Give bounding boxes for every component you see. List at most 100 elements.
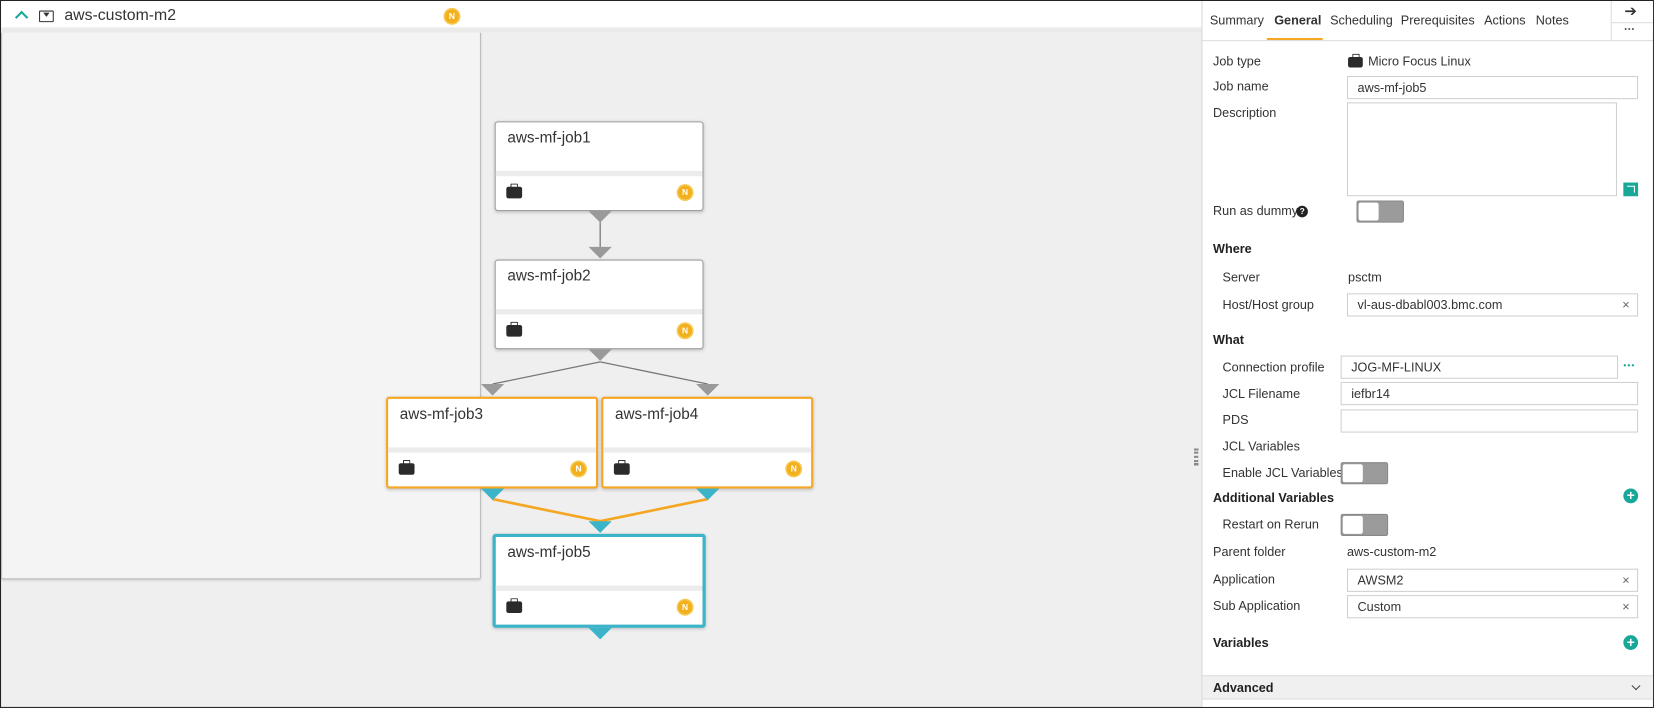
add-additional-variable-icon[interactable]: + (1623, 488, 1639, 504)
description-label: Description (1213, 105, 1277, 121)
run-as-dummy-label: Run as dummy (1213, 203, 1299, 219)
output-arrow-icon (588, 627, 612, 640)
pds-label: PDS (1222, 412, 1249, 428)
advanced-label: Advanced (1213, 680, 1274, 696)
browse-more-icon[interactable]: ••• (1623, 360, 1636, 371)
clear-icon[interactable]: × (1622, 297, 1630, 313)
job-node[interactable]: aws-mf-job1 N (494, 121, 704, 212)
collapse-panel-arrow-icon[interactable]: ➔ (1624, 2, 1637, 19)
divider (495, 170, 703, 177)
run-as-dummy-toggle[interactable] (1356, 200, 1404, 223)
output-arrow-icon (480, 488, 505, 501)
clear-icon[interactable]: × (1622, 572, 1630, 588)
status-badge: N (678, 185, 692, 200)
parent-folder-label: Parent folder (1213, 544, 1286, 560)
job-name: aws-mf-job2 (507, 267, 591, 285)
host-input[interactable]: vl-aus-dbabl003.bmc.com× (1346, 293, 1639, 317)
status-badge: N (786, 462, 801, 476)
folder-node[interactable]: aws-custom-m2 N (1, 1, 1653, 580)
job-name: aws-mf-job4 (614, 406, 699, 424)
flow-connectors (492, 220, 709, 523)
output-arrow-icon (588, 349, 612, 361)
job-node[interactable]: aws-mf-job3 N (386, 396, 599, 489)
add-variable-icon[interactable]: + (1623, 635, 1639, 650)
briefcase-icon (506, 321, 523, 337)
job-type-label: Job type (1213, 53, 1261, 69)
connection-profile-input[interactable]: JOG-MF-LINUX (1340, 355, 1619, 379)
connector-line (492, 497, 601, 523)
connector-line (600, 361, 708, 385)
server-label: Server (1222, 270, 1260, 285)
tab-notes[interactable]: Notes (1535, 12, 1569, 28)
restart-toggle[interactable] (1340, 513, 1389, 536)
panel-controls: ➔ ••• (1610, 1, 1653, 41)
where-heading: Where (1213, 241, 1252, 257)
folder-title: aws-custom-m2 (64, 6, 177, 25)
expand-icon[interactable] (1623, 182, 1639, 197)
input-arrow-icon (588, 246, 612, 259)
properties-panel: Summary General Scheduling Prerequisites… (1201, 1, 1653, 707)
tab-actions[interactable]: Actions (1484, 12, 1526, 28)
job-node[interactable]: aws-mf-job2 N (494, 259, 704, 350)
description-textarea[interactable] (1346, 102, 1618, 197)
connection-profile-label: Connection profile (1222, 359, 1325, 375)
job-name: aws-mf-job1 (507, 129, 591, 147)
application-label: Application (1213, 571, 1275, 587)
host-label: Host/Host group (1222, 297, 1314, 313)
job-name: aws-mf-job5 (507, 544, 591, 562)
output-arrow-icon (588, 211, 612, 223)
help-icon[interactable]: ? (1296, 205, 1308, 218)
variables-heading: Variables (1213, 635, 1269, 650)
sub-application-input[interactable]: Custom× (1346, 595, 1639, 619)
additional-variables-heading: Additional Variables (1213, 490, 1335, 506)
job-node[interactable]: aws-mf-job4 N (601, 396, 814, 489)
briefcase-icon (506, 598, 523, 614)
tab-prerequisites[interactable]: Prerequisites (1400, 12, 1475, 28)
job-name: aws-mf-job3 (399, 406, 484, 424)
tab-scheduling[interactable]: Scheduling (1330, 12, 1393, 28)
divider (1202, 40, 1653, 42)
jcl-filename-label: JCL Filename (1222, 386, 1301, 401)
parent-folder-value: aws-custom-m2 (1346, 544, 1437, 560)
briefcase-icon (506, 183, 523, 199)
briefcase-icon (1348, 53, 1363, 68)
chevron-down-icon (1631, 681, 1641, 691)
application-input[interactable]: AWSM2× (1346, 568, 1639, 592)
input-arrow-icon (588, 521, 612, 533)
connector-line (599, 497, 709, 523)
folder-icon (39, 10, 54, 23)
job-name-input[interactable]: aws-mf-job5 (1346, 75, 1639, 100)
job-type-value: Micro Focus Linux (1368, 53, 1471, 69)
job-node-selected[interactable]: aws-mf-job5 N (492, 533, 706, 628)
pds-input[interactable] (1340, 409, 1639, 433)
enable-jcl-label: Enable JCL Variables (1222, 465, 1343, 481)
jcl-variables-label: JCL Variables (1222, 438, 1300, 454)
active-tab-indicator (1266, 37, 1323, 41)
status-badge: N (678, 323, 692, 338)
tab-summary[interactable]: Summary (1209, 12, 1265, 28)
briefcase-icon (398, 460, 415, 475)
briefcase-icon (613, 460, 630, 475)
tab-general[interactable]: General (1274, 12, 1322, 28)
divider (388, 447, 596, 453)
input-arrow-icon (480, 384, 505, 396)
divider (495, 309, 703, 315)
what-heading: What (1213, 332, 1244, 348)
clear-icon[interactable]: × (1622, 599, 1630, 615)
input-arrow-icon (696, 384, 720, 396)
connector-line (492, 361, 601, 385)
divider (495, 585, 703, 591)
divider (603, 447, 812, 453)
server-value: psctm (1348, 270, 1382, 285)
folder-status-badge: N (445, 9, 459, 24)
restart-label: Restart on Rerun (1222, 516, 1319, 532)
jcl-filename-input[interactable]: iefbr14 (1340, 381, 1639, 406)
enable-jcl-toggle[interactable] (1340, 462, 1389, 485)
panel-splitter-handle[interactable] (1194, 448, 1199, 466)
advanced-section-toggle[interactable]: Advanced (1202, 675, 1653, 700)
job-name-label: Job name (1213, 79, 1269, 94)
status-badge: N (571, 462, 586, 476)
status-badge: N (678, 600, 692, 615)
more-options-icon[interactable]: ••• (1624, 26, 1636, 34)
